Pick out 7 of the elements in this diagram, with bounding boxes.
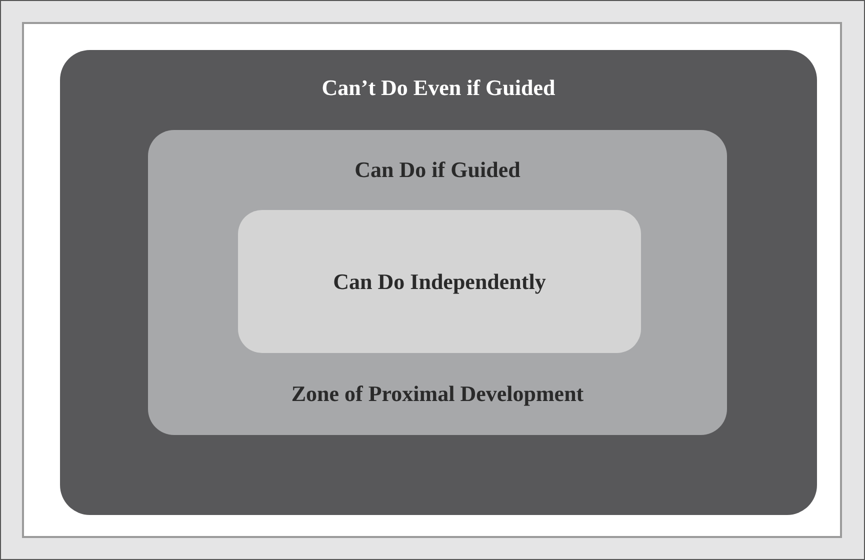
zone-box xyxy=(238,210,641,353)
zone-label: Can’t Do Even if Guided xyxy=(320,74,556,102)
zone-box xyxy=(60,50,817,515)
zone-label: Can Do if Guided xyxy=(354,156,522,184)
zone-label: Can Do Independently xyxy=(332,268,547,296)
zone-label: Zone of Proximal Development xyxy=(290,380,585,407)
zone-box xyxy=(148,130,727,435)
